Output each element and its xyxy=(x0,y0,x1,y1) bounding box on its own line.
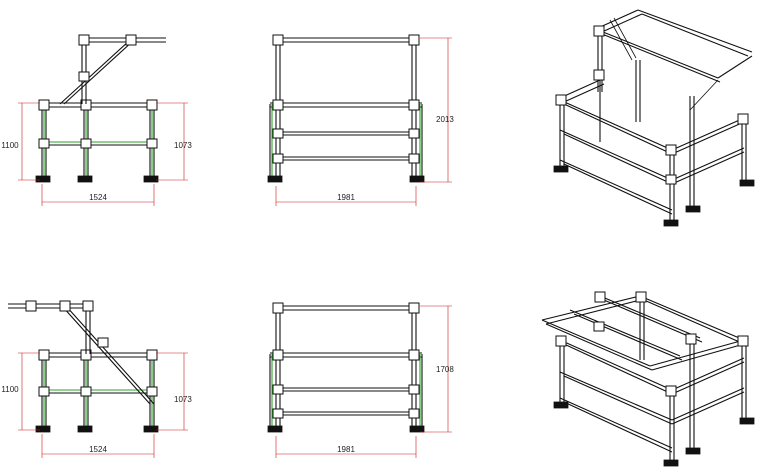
dimension-height: 1708 xyxy=(436,365,454,374)
side-view-bottom: 1100 1073 1524 xyxy=(1,300,192,458)
dimension-width: 1981 xyxy=(337,445,355,454)
dimension-width: 1524 xyxy=(89,445,107,454)
dimension-height: 1100 xyxy=(1,385,19,394)
side-view-top: 1100 1073 1524 xyxy=(1,34,192,206)
isometric-view-top xyxy=(553,9,755,227)
front-view-bottom: 1708 1981 xyxy=(267,302,454,458)
dimension-width: 1524 xyxy=(89,193,107,202)
isometric-view-bottom xyxy=(541,291,755,467)
dimension-rail: 1073 xyxy=(174,395,192,404)
dimension-rail: 1073 xyxy=(174,141,192,150)
dimension-height: 2013 xyxy=(436,115,454,124)
dimension-width: 1981 xyxy=(337,193,355,202)
dimension-height: 1100 xyxy=(1,141,19,150)
front-view-top: 2013 1981 xyxy=(267,34,454,206)
